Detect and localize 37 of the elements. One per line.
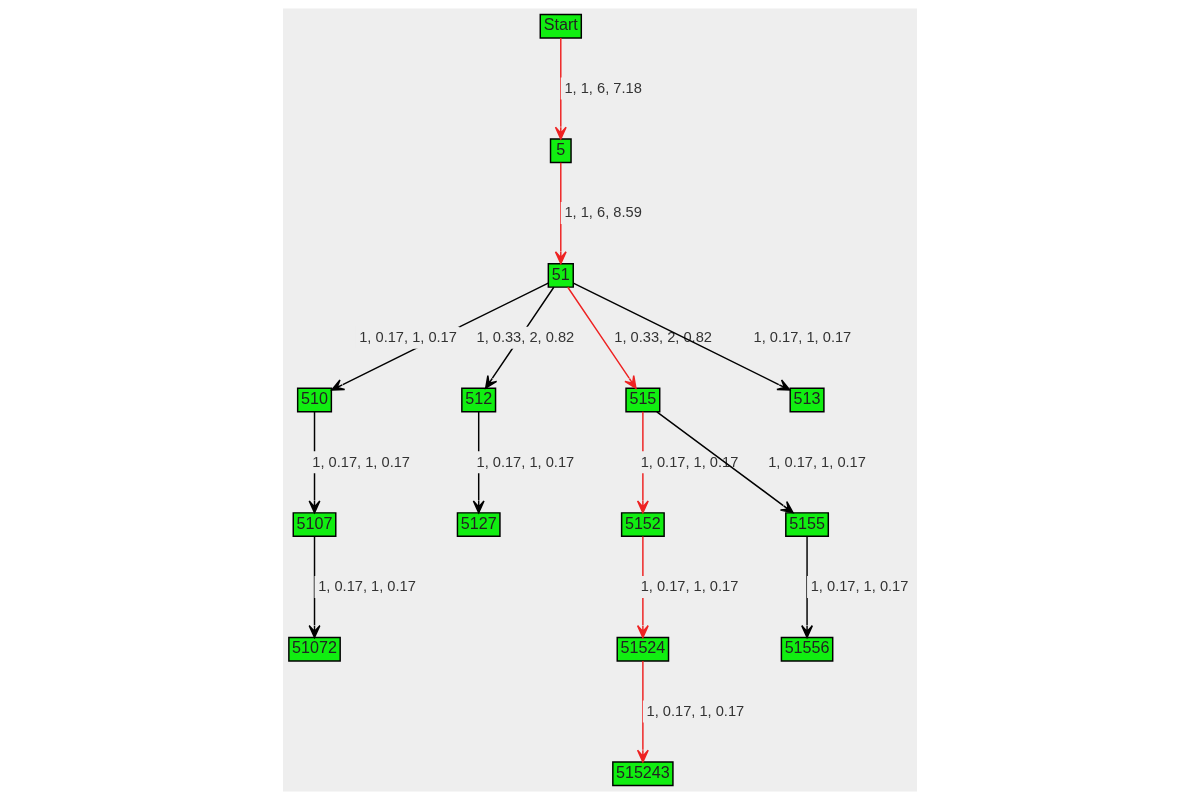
edge-label: 1, 0.17, 1, 0.17: [768, 453, 866, 470]
node-box: 513: [789, 387, 825, 413]
edge-label: 1, 0.17, 1, 0.17: [312, 453, 411, 470]
arrow: [567, 286, 637, 389]
edge-label: 1, 0.17, 1, 0.17: [640, 578, 739, 595]
edge-label: 1, 0.17, 1, 0.17: [646, 702, 745, 719]
node-box: 51: [547, 262, 574, 288]
arrow: [636, 660, 649, 763]
node-box: 5: [549, 138, 572, 164]
edge-label: 1, 0.33, 2, 0.82: [476, 329, 575, 346]
arrow: [656, 411, 794, 514]
edge-label: 1, 0.17, 1, 0.17: [476, 453, 575, 470]
node-box: 5155: [785, 512, 830, 538]
node-box: 51556: [780, 636, 834, 662]
edge-label: 1, 0.17, 1, 0.17: [810, 578, 909, 595]
node-box: 5127: [456, 512, 501, 538]
arrow: [331, 282, 549, 391]
node-box: 5107: [292, 512, 337, 538]
edge-label: 1, 1, 6, 7.18: [564, 79, 642, 96]
node-box: 515243: [612, 761, 674, 787]
arrow: [308, 535, 321, 639]
arrow: [554, 37, 567, 140]
node-box: 5152: [620, 512, 665, 538]
node-box: 51524: [616, 636, 670, 662]
arrow: [801, 535, 814, 639]
edge-label: 1, 0.33, 2, 0.82: [614, 329, 712, 346]
edge-label: 1, 1, 6, 8.59: [564, 204, 642, 221]
node-box: Start: [539, 13, 583, 39]
edge-label: 1, 0.17, 1, 0.17: [359, 329, 457, 346]
node-box: 512: [461, 387, 497, 413]
node-box: 510: [296, 387, 333, 413]
edge-label: 1, 0.17, 1, 0.17: [318, 578, 416, 595]
edge-label: 1, 0.17, 1, 0.17: [753, 329, 852, 346]
arrow: [554, 161, 567, 265]
arrow: [572, 282, 791, 391]
node-box: 51072: [288, 636, 341, 662]
node-box: 515: [625, 387, 661, 413]
